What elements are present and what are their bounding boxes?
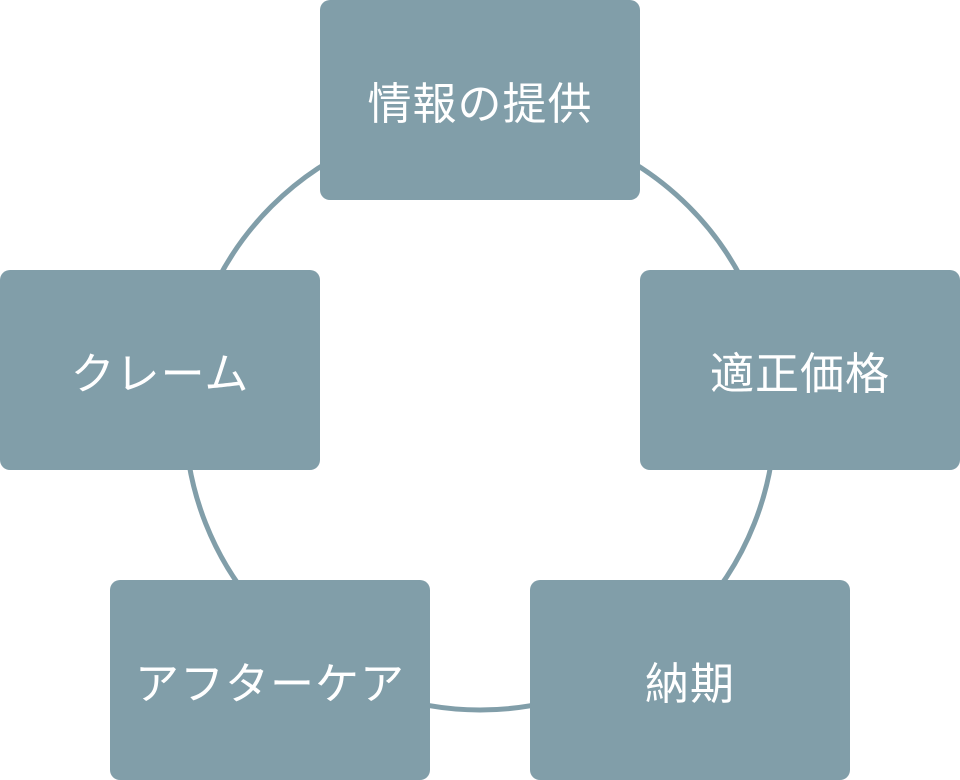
cycle-node-label: 納期 [645,659,735,710]
cycle-node-fair-price: 適正価格 [640,270,960,470]
cycle-node-information: 情報の提供 [320,0,640,200]
cycle-node-label: 適正価格 [710,349,890,400]
cycle-node-label: クレーム [70,349,250,400]
cycle-node-complaint: クレーム [0,270,320,470]
cycle-node-label: 情報の提供 [367,79,593,130]
cycle-node-aftercare: アフターケア [110,580,430,780]
cycle-node-label: アフターケア [135,659,405,710]
cycle-node-delivery: 納期 [530,580,850,780]
